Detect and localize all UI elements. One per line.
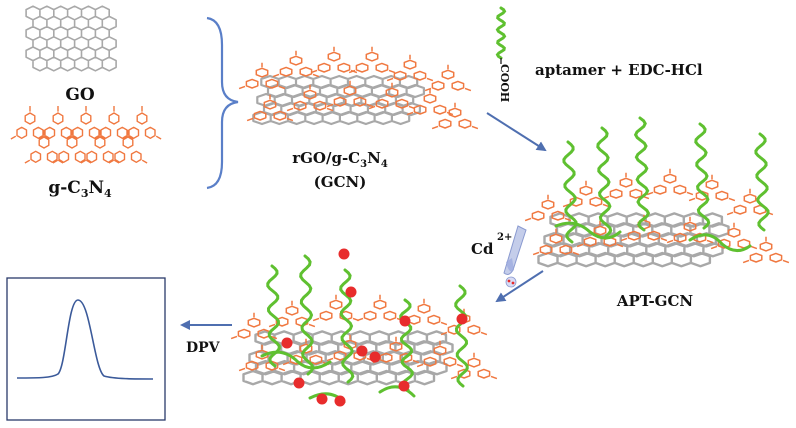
cadmium-label: Cd [471,240,494,258]
aptamer-strand [454,284,469,388]
heptazine-unit [666,216,714,244]
heptazine-unit [431,102,479,130]
graphene-lattice [252,74,425,126]
cadmium-charge: 2+ [497,232,512,243]
heptazine-unit [80,129,120,164]
go-label: GO [65,85,95,105]
free-aptamer-strand [495,6,507,60]
heptazine-unit [310,46,358,74]
heptazine-unit [646,168,694,196]
cadmium-ion [356,345,368,357]
heptazine-unit [562,180,610,208]
heptazine-unit [416,340,464,368]
aptamer-strand [260,350,332,370]
heptazine-unit [348,46,396,74]
cadmium-ion [456,313,468,325]
heptazine-unit [368,82,416,110]
cadmium-ion [281,337,293,349]
heptazine-unit [38,106,78,140]
heptazine-unit [532,228,580,256]
aptamer-strand [694,122,711,230]
heptazine-unit [372,336,420,364]
heptazine-unit [94,106,134,140]
composite-abbreviation: (GCN) [314,173,367,191]
heptazine-unit [24,129,64,164]
dpv-peak-curve [16,299,154,380]
heptazine-unit [108,129,148,164]
heptazine-unit [246,94,294,122]
heptazine-unit [312,294,360,322]
graphene-lattice [25,5,117,72]
dpv-label: DPV [186,340,221,356]
heptazine-unit [406,88,454,116]
heptazine-unit [122,106,162,140]
graphene-oxide-sheet [25,5,117,72]
apt-gcn-label: APT-GCN [616,292,694,310]
cadmium-ion [316,393,328,405]
aptamer-strand [688,233,752,252]
pipette-icon [503,225,527,288]
conjugation-arrow [486,112,547,152]
g-c3n4-label: g-C3N4 [48,178,112,200]
heptazine-unit [424,64,472,92]
apt-gcn-aptamers [554,116,770,252]
cd-bound-aptamers [260,254,469,404]
cadmium-ion [399,315,411,327]
aptamer-strand [339,268,355,384]
heptazine-unit [230,312,278,340]
g-c3n4-sheet [10,106,162,164]
heptazine-unit [326,80,374,108]
heptazine-unit [268,300,316,328]
heptazine-unit [602,172,650,200]
cadmium-ion [369,351,381,363]
aptamer-strand [299,254,315,376]
heptazine-unit [576,220,624,248]
heptazine-unit [742,236,790,264]
grouping-brace [206,16,239,190]
heptazine-unit [688,174,736,202]
cadmium-ion [338,248,350,260]
binding-arrow [495,270,544,303]
carboxyl-label: COOH [498,64,511,102]
dpv-plot-frame [6,277,166,421]
heptazine-unit [272,50,320,78]
heptazine-unit [726,188,774,216]
cadmium-ions [281,248,468,407]
heptazine-unit [450,352,498,380]
aptamer-strand [754,132,770,232]
cadmium-ion [293,377,305,389]
aptamer-strand [266,264,281,368]
aptamer-strand [378,385,416,398]
heptazine-unit [386,54,434,82]
rgo-gcn-composite-sheet [238,46,479,130]
heptazine-unit [52,129,92,164]
cadmium-ion [334,395,346,407]
aptamer-strand [554,221,622,240]
aptamer-strand [633,116,651,232]
heptazine-unit [238,344,286,372]
heptazine-unit [66,106,106,140]
aptamer-strand [562,140,578,244]
composite-label: rGO/g-C3N4 [292,149,388,170]
heptazine-unit [524,194,572,222]
heptazine-unit [10,106,50,140]
aptamer-strand [399,298,414,392]
reagent-label: aptamer + EDC-HCl [535,61,703,79]
heptazine-unit [238,62,286,90]
cadmium-ion [398,380,410,392]
cadmium-ion [345,286,357,298]
aptamer-strand [596,126,613,238]
cadmium-drop [505,276,517,288]
heptazine-unit [286,84,334,112]
heptazine-unit [356,294,404,322]
